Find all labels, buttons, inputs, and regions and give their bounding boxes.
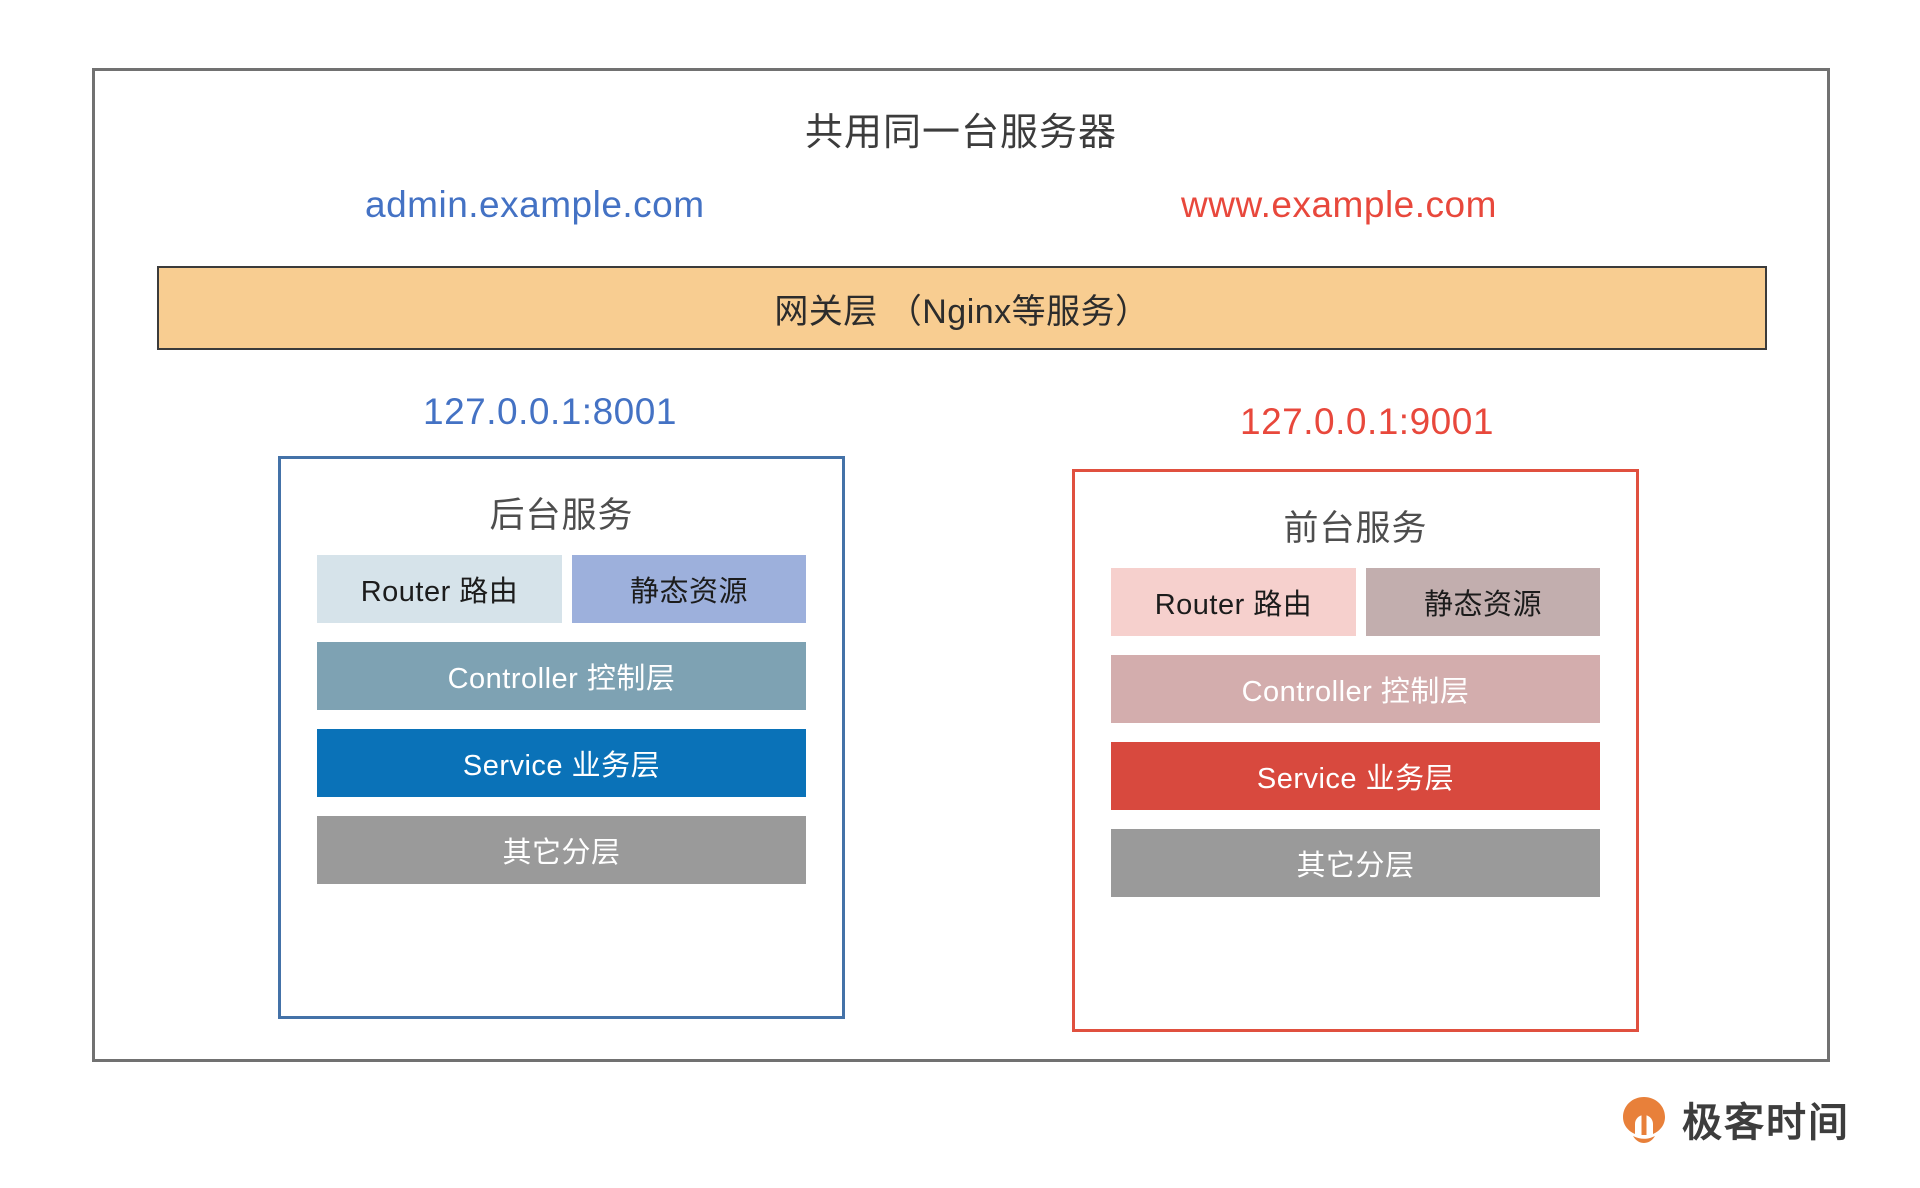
layer-box-router-www: Router 路由 — [1111, 568, 1356, 636]
layer-row-other-www: 其它分层 — [1111, 829, 1600, 897]
layer-box-static-www: 静态资源 — [1366, 568, 1600, 636]
layer-row-service-www: Service 业务层 — [1111, 742, 1600, 810]
gateway-layer-label: 网关层 （Nginx等服务） — [774, 292, 1150, 331]
layer-stack-www: Router 路由 静态资源 Controller 控制层 Service 业务… — [1111, 568, 1600, 916]
port-label-admin: 127.0.0.1:8001 — [423, 391, 677, 432]
service-panel-title-admin: 后台服务 — [489, 496, 634, 535]
layer-box-static-admin: 静态资源 — [572, 555, 806, 623]
layer-row-controller-admin: Controller 控制层 — [317, 642, 806, 710]
domain-label-www: www.example.com — [1181, 184, 1497, 225]
layer-row-controller-www: Controller 控制层 — [1111, 655, 1600, 723]
geekbang-logo-icon — [1623, 1097, 1665, 1143]
server-frame: 共用同一台服务器 admin.example.com www.example.c… — [92, 68, 1830, 1062]
layer-row-top-admin: Router 路由 静态资源 — [317, 555, 806, 623]
brand-logo-text: 极客时间 — [1682, 1101, 1850, 1145]
layer-row-service-admin: Service 业务层 — [317, 729, 806, 797]
layer-box-service-admin: Service 业务层 — [317, 729, 806, 797]
layer-box-controller-www: Controller 控制层 — [1111, 655, 1600, 723]
port-label-www: 127.0.0.1:9001 — [1240, 401, 1494, 442]
layer-box-other-admin: 其它分层 — [317, 816, 806, 884]
layer-box-router-admin: Router 路由 — [317, 555, 562, 623]
service-panel-title-www: 前台服务 — [1283, 509, 1428, 548]
brand-logo: 极客时间 — [1619, 1090, 1850, 1148]
layer-box-other-www: 其它分层 — [1111, 829, 1600, 897]
layer-row-top-www: Router 路由 静态资源 — [1111, 568, 1600, 636]
server-frame-title: 共用同一台服务器 — [804, 112, 1117, 154]
layer-box-controller-admin: Controller 控制层 — [317, 642, 806, 710]
layer-stack-admin: Router 路由 静态资源 Controller 控制层 Service 业务… — [317, 555, 806, 903]
service-panel-www: 前台服务 Router 路由 静态资源 Controller 控制层 Servi… — [1072, 469, 1639, 1032]
domain-label-admin: admin.example.com — [365, 184, 705, 225]
gateway-layer-box: 网关层 （Nginx等服务） — [157, 266, 1767, 350]
layer-box-service-www: Service 业务层 — [1111, 742, 1600, 810]
layer-row-other-admin: 其它分层 — [317, 816, 806, 884]
service-panel-admin: 后台服务 Router 路由 静态资源 Controller 控制层 Servi… — [278, 456, 845, 1019]
